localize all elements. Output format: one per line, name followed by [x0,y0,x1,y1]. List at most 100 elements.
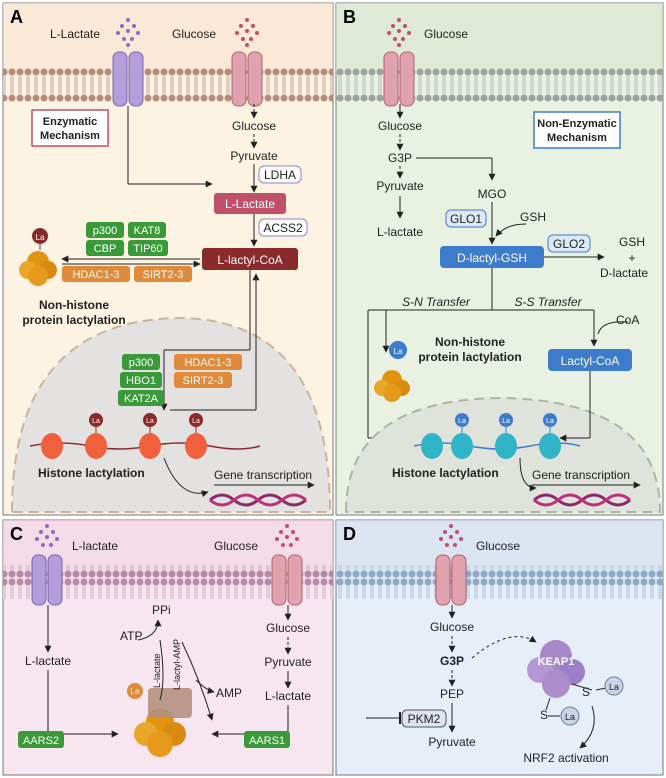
pyruvate-d: Pyruvate [428,735,476,749]
l-lactate-box-label: L-Lactate [225,197,275,211]
eraser-hdac-a [62,266,130,282]
glucose-dots-d [439,524,463,547]
lactyl-coa-label: L-lactyl-CoA [217,253,282,267]
l-lactate-label-a: L-Lactate [50,27,100,41]
aars1-badge [244,731,290,748]
coa-label: CoA [616,313,639,327]
writer-kat2a-label: KAT2A [124,393,159,405]
svg-text:La: La [131,687,140,696]
amp-label: AMP [216,686,242,700]
acss2-badge [258,218,308,237]
protein-blob-a: La [19,228,57,286]
svg-text:La: La [192,418,200,425]
glucose-c-top: Glucose [214,539,258,553]
svg-text:La: La [36,233,45,242]
writer-p300-a-label: p300 [93,225,117,237]
mechanism-b-line2: Mechanism [547,132,607,144]
lactate-transporter [112,51,144,107]
nrf2-activation: NRF2 activation [523,751,608,765]
l-lactate-c-left: L-lactate [25,654,71,668]
g3p-d: G3P [440,654,464,668]
eraser-hdac-nuc [174,354,242,370]
glucose-dots-b [387,18,411,47]
nucleosomes-a: La La La [41,413,207,459]
eraser-sirt-nuc-label: SIRT2-3 [183,375,224,387]
lactate-transporter-c [31,554,63,606]
acss2-label: ACSS2 [263,221,303,235]
l-lactate-c-right: L-lactate [265,689,311,703]
aars-enzyme: La [127,683,192,757]
svg-text:La: La [92,418,100,425]
aars1-label: AARS1 [249,735,285,747]
la-badge-a1 [32,228,48,244]
membrane-d [336,565,663,599]
l-lactate-box [214,193,286,214]
g3p-b: G3P [388,151,412,165]
l-lactate-b: L-lactate [377,225,423,239]
non-histone-a-line2: protein lactylation [22,313,125,327]
writer-tip60-label: TIP60 [133,243,162,255]
enzymatic-mechanism-box [31,109,109,147]
protein-blob-b: La [374,341,410,402]
glo2-badge [547,234,591,253]
non-enzymatic-box [533,111,621,149]
mechanism-b-line1: Non-Enzymatic [537,118,616,130]
svg-text:La: La [546,418,554,425]
glucose-label-a: Glucose [172,27,216,41]
d-lactyl-gsh-label: D-lactyl-GSH [457,251,527,265]
mgo: MGO [478,187,507,201]
l-lactate-c-top: L-lactate [72,539,118,553]
glo2-label: GLO2 [553,237,585,251]
panel-a: A L-Lactate Glucose Enzymatic Mechanism [2,2,334,516]
panel-b-letter: B [343,7,356,27]
pkm2-badge [401,709,447,728]
glucose-d-top: Glucose [476,539,520,553]
lactate-dots-c [35,524,59,547]
glucose-transporter-a [231,51,263,107]
keap1-protein [527,640,585,698]
s-label-2: S [540,708,548,722]
mechanism-a-line2: Mechanism [40,130,100,142]
svg-text:La: La [502,418,510,425]
ldha-badge [258,165,302,184]
aars2-label: AARS2 [23,735,59,747]
keap1-label: KEAP1 [538,656,575,668]
pkm2-label: PKM2 [408,712,441,726]
glucose-label-b: Glucose [424,27,468,41]
glucose-transporter-c [271,554,303,606]
glo1-label: GLO1 [450,212,482,226]
panel-b: B Glucose Non-Enzymatic Mechanism Glucos… [335,2,664,516]
pyruvate-b: Pyruvate [376,179,424,193]
lactyl-coa-b-box [548,349,632,371]
non-histone-b-line2: protein lactylation [418,350,521,364]
d-lactyl-gsh-box [440,246,544,268]
writer-p300-nuc-label: p300 [129,357,153,369]
ppi-label: PPi [152,603,171,617]
eraser-sirt-a [134,266,192,282]
writer-p300-a [86,222,124,238]
svg-text:La: La [458,418,466,425]
membrane-a [3,68,333,102]
glucose-c-2: Glucose [266,621,310,635]
lactate-rot-label: L-lactate [152,653,162,688]
glo1-badge [445,209,487,228]
gene-transcription-a: Gene transcription [214,468,312,482]
lactyl-amp-label: L-lactyl-AMP [172,639,182,690]
panel-d: D Glucose Glucose G3P PEP Pyruvate PKM2 [335,519,664,776]
aars2-badge [18,731,64,748]
gene-transcription-b: Gene transcription [532,468,630,482]
pyruvate-a: Pyruvate [230,149,278,163]
non-histone-b-line1: Non-histone [435,335,505,349]
gsh-in: GSH [520,210,546,224]
non-histone-a-line1: Non-histone [39,298,109,312]
glucose-dots-a [235,18,259,47]
lactyl-coa-box [202,248,298,270]
glucose2-a: Glucose [232,119,276,133]
lactate-dots [116,18,140,47]
writer-hbo1-label: HBO1 [126,375,156,387]
s-label-1: S [582,685,590,699]
glucose2-b: Glucose [378,119,422,133]
svg-text:La: La [394,347,403,356]
gsh-out: GSH [619,235,645,249]
